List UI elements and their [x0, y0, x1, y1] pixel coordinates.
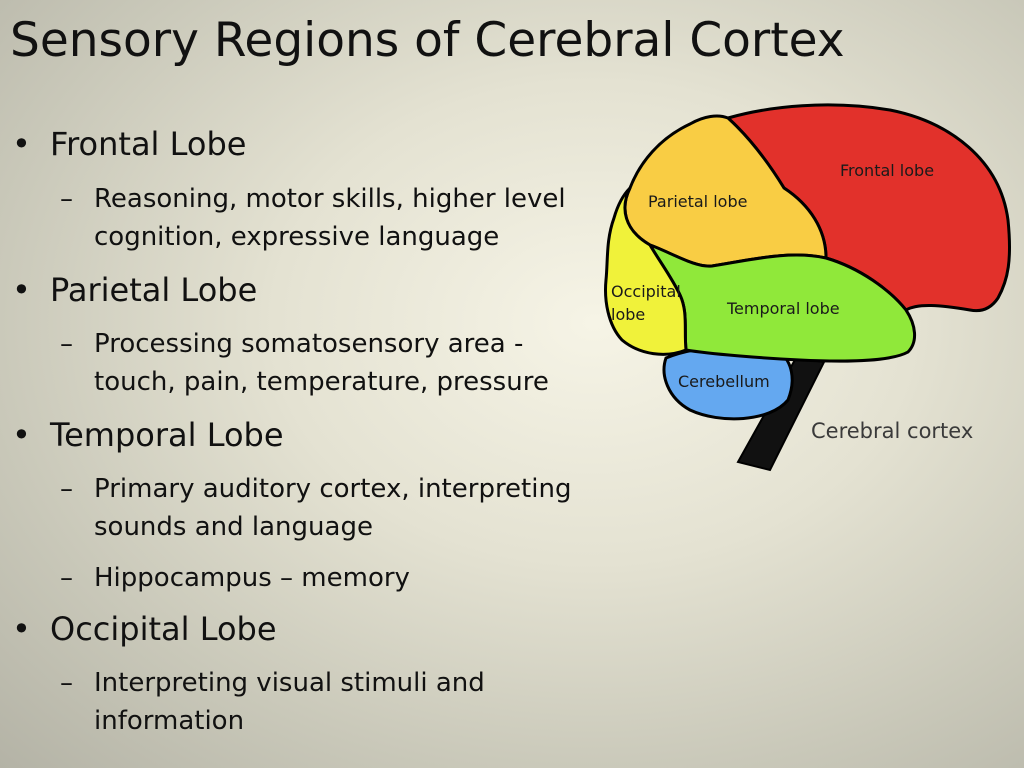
- bullet-marker: •: [12, 125, 31, 163]
- sub-bullet-frontal-function: – Reasoning, motor skills, higher level …: [60, 180, 566, 256]
- sub-bullet-hippocampus: – Hippocampus – memory: [60, 559, 410, 597]
- bullet-label: Temporal Lobe: [50, 416, 284, 454]
- bullet-parietal-lobe: • Parietal Lobe: [12, 272, 257, 309]
- cerebellum-label: Cerebellum: [678, 372, 770, 391]
- sub-bullet-parietal-function: – Processing somatosensory area - touch,…: [60, 325, 549, 401]
- bullet-label: Frontal Lobe: [50, 125, 247, 163]
- bullet-frontal-lobe: • Frontal Lobe: [12, 126, 246, 163]
- sub-bullet-line: information: [94, 706, 245, 736]
- diagram-caption: Cerebral cortex: [811, 419, 974, 443]
- bullet-label: Occipital Lobe: [50, 610, 277, 648]
- sub-bullet-line: sounds and language: [94, 512, 373, 542]
- dash-marker: –: [60, 329, 73, 359]
- frontal-lobe-label: Frontal lobe: [840, 161, 935, 180]
- bullet-marker: •: [12, 610, 31, 648]
- sub-bullet-line: Reasoning, motor skills, higher level: [94, 184, 566, 214]
- dash-marker: –: [60, 474, 73, 504]
- dash-marker: –: [60, 563, 73, 593]
- brain-illustration: [604, 103, 1011, 472]
- brain-diagram: Frontal lobe Parietal lobe Occipital lob…: [600, 100, 1012, 480]
- bullet-temporal-lobe: • Temporal Lobe: [12, 417, 284, 454]
- bullet-occipital-lobe: • Occipital Lobe: [12, 611, 277, 648]
- bullet-marker: •: [12, 416, 31, 454]
- sub-bullet-line: cognition, expressive language: [94, 222, 500, 252]
- sub-bullet-temporal-function: – Primary auditory cortex, interpreting …: [60, 470, 571, 546]
- sub-bullet-line: Hippocampus – memory: [94, 563, 410, 593]
- occipital-lobe-label-line1: Occipital: [611, 282, 681, 301]
- sub-bullet-line: touch, pain, temperature, pressure: [94, 367, 549, 397]
- dash-marker: –: [60, 184, 73, 214]
- sub-bullet-occipital-function: – Interpreting visual stimuli and inform…: [60, 664, 485, 740]
- dash-marker: –: [60, 668, 73, 698]
- sub-bullet-line: Interpreting visual stimuli and: [94, 668, 485, 698]
- sub-bullet-line: Processing somatosensory area -: [94, 329, 524, 359]
- bullet-label: Parietal Lobe: [50, 271, 258, 309]
- temporal-lobe-label: Temporal lobe: [727, 299, 840, 318]
- bullet-marker: •: [12, 271, 31, 309]
- slide-title: Sensory Regions of Cerebral Cortex: [10, 13, 845, 68]
- parietal-lobe-label: Parietal lobe: [648, 192, 748, 211]
- occipital-lobe-shape: [604, 186, 688, 356]
- sub-bullet-line: Primary auditory cortex, interpreting: [94, 474, 572, 504]
- occipital-lobe-label-line2: lobe: [611, 305, 646, 324]
